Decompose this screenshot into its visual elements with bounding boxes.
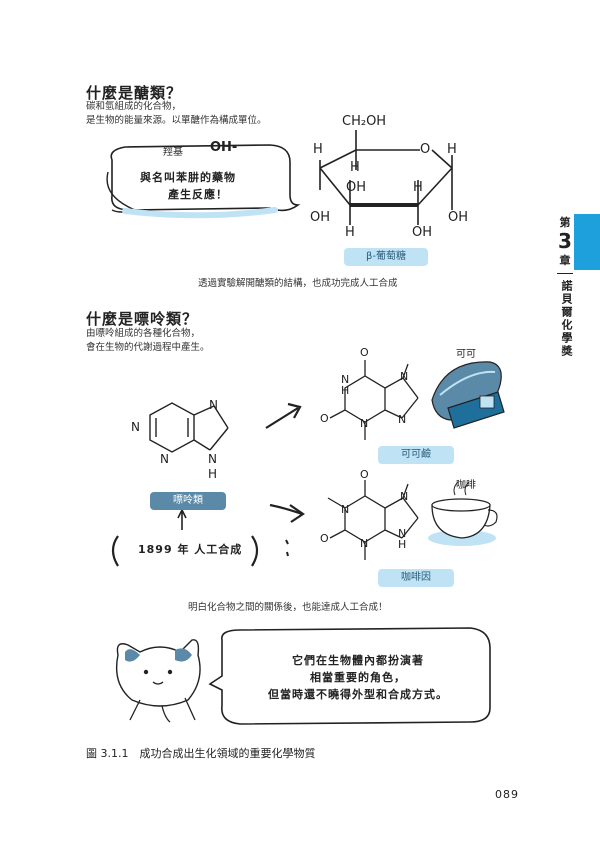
section2-title: 什麼是嘌呤類？ xyxy=(86,310,199,328)
cat-bubble-line1: 它們在生物體內都扮演著 xyxy=(292,654,424,667)
chapter-suffix: 章 xyxy=(559,254,571,267)
caffeine-o1: O xyxy=(360,468,369,481)
theobromine-n1: N xyxy=(341,373,350,386)
glucose-h2: H xyxy=(447,142,457,157)
theobromine-o2: O xyxy=(320,412,329,425)
caffeine-h: H xyxy=(398,538,407,551)
chapter-tab-label: 第 3 章 xyxy=(557,214,573,270)
theobromine-n3: N xyxy=(360,417,369,430)
chapter-tab xyxy=(574,214,600,270)
coffee-illustration xyxy=(428,481,498,546)
purine-label: 嘌呤類 xyxy=(150,492,226,510)
glucose-h1: H xyxy=(313,142,323,157)
glucose-o-ring: O xyxy=(420,142,431,157)
chapter-number: 3 xyxy=(558,229,572,253)
section1-caption: 透過實驗解開醣類的結構，也成功完成人工合成 xyxy=(198,278,398,289)
glucose-oh3: OH xyxy=(412,225,433,240)
cat-illustration xyxy=(115,639,201,723)
synthesis-note: 1899 年 人工合成 xyxy=(138,543,243,556)
caffeine-o2: O xyxy=(320,532,329,545)
glucose-label: β-葡萄糖 xyxy=(344,248,428,266)
glucose-h4: H xyxy=(413,180,423,195)
glucose-oh2: OH xyxy=(310,210,331,225)
glucose-ch2oh: CH₂OH xyxy=(342,114,387,129)
chapter-title: 諾貝爾化學獎 xyxy=(560,280,573,358)
section1-desc-line1: 碳和氫組成的化合物， xyxy=(86,101,182,112)
chapter-prefix: 第 xyxy=(559,216,571,229)
theobromine-o1: O xyxy=(360,346,369,359)
purine-h: H xyxy=(208,467,218,481)
caffeine-n1: N xyxy=(341,503,350,516)
caffeine-label: 咖啡因 xyxy=(378,569,454,587)
section2-desc-line2: 會在生物的代謝過程中產生。 xyxy=(86,342,210,353)
theobromine-n2: N xyxy=(400,370,409,383)
purine-n4: N xyxy=(208,452,217,466)
purine-n3: N xyxy=(160,452,169,466)
hydroxyl-label: 羥基 xyxy=(163,147,183,158)
section2-desc: 由嘌呤組成的各種化合物， 會在生物的代謝過程中產生。 xyxy=(86,327,210,355)
caffeine-n3: N xyxy=(360,537,369,550)
theobromine-h: H xyxy=(341,384,350,397)
section1-desc: 碳和氫組成的化合物， 是生物的能量來源。以單醣作為構成單位。 xyxy=(86,100,267,128)
glucose-oh1: OH xyxy=(346,180,367,195)
page-number: 089 xyxy=(495,788,519,801)
chapter-divider xyxy=(557,273,573,274)
figure-caption: 圖 3.1.1 成功合成出生化領域的重要化學物質 xyxy=(86,747,316,760)
glucose-h3: H xyxy=(350,160,360,175)
purine-n2: N xyxy=(131,420,140,434)
caffeine-n2: N xyxy=(400,490,409,503)
theobromine-label: 可可鹼 xyxy=(378,446,454,464)
caffeine-n4: N xyxy=(398,527,407,540)
cat-bubble-text: 它們在生物體內都扮演著 相當重要的角色， 但當時還不曉得外型和合成方式。 xyxy=(230,652,486,703)
cat-bubble-line2: 相當重要的角色， xyxy=(310,671,406,684)
cacao-illustration xyxy=(431,361,505,429)
section1-title: 什麼是醣類？ xyxy=(86,84,183,102)
glucose-h5: H xyxy=(345,225,355,240)
hydroxyl-formula: OH- xyxy=(210,140,238,155)
glucose-oh4: OH xyxy=(448,210,469,225)
section1-desc-line2: 是生物的能量來源。以單醣作為構成單位。 xyxy=(86,115,267,126)
theobromine-n4: N xyxy=(398,413,407,426)
bubble-line1: 與名叫苯肼的藥物 xyxy=(140,171,236,184)
purine-n1: N xyxy=(209,398,218,412)
cacao-label: 可可 xyxy=(456,349,476,360)
bubble-line2: 產生反應！ xyxy=(168,188,228,201)
section2-caption: 明白化合物之間的關係後，也能達成人工合成！ xyxy=(188,602,388,613)
coffee-label: 咖啡 xyxy=(456,480,476,491)
section2-desc-line1: 由嘌呤組成的各種化合物， xyxy=(86,328,201,339)
cat-bubble-line3: 但當時還不曉得外型和合成方式。 xyxy=(268,688,448,701)
